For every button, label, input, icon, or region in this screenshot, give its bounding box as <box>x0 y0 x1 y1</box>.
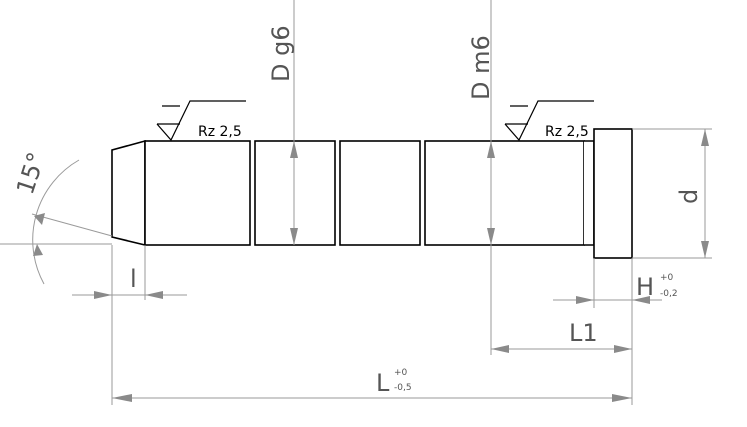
dim-total-length-tol-upper: +0 <box>394 368 408 378</box>
dim-d-g6-label: D g6 <box>267 25 295 82</box>
surface-finish-left-label: Rz 2,5 <box>198 124 242 140</box>
dim-shank-length-label: L1 <box>569 319 598 347</box>
shank-segment-4 <box>424 140 585 246</box>
pin-head <box>593 128 633 259</box>
chamfered-tip <box>111 139 146 247</box>
dim-head-height-tol-lower: -0,2 <box>660 289 678 299</box>
dim-d-m6-label: D m6 <box>467 35 495 100</box>
dim-lead-length-label: l <box>130 265 137 293</box>
undercut-neck <box>584 140 595 246</box>
dim-total-length-tol-lower: -0,5 <box>394 383 412 393</box>
surface-finish-right-label: Rz 2,5 <box>545 124 589 140</box>
dim-chamfer-angle-label: 15° <box>11 149 51 198</box>
dim-shank-length: L1 <box>491 319 632 353</box>
dim-total-length-label: L <box>376 369 390 397</box>
dim-head-height-label: H <box>636 273 654 301</box>
surface-finish-right: Rz 2,5 <box>504 100 594 142</box>
dim-head-diameter: d <box>632 128 712 259</box>
dim-head-height-tol-upper: +0 <box>660 273 674 283</box>
dim-d-m6: D m6 <box>467 0 495 355</box>
pin-outline <box>111 128 633 259</box>
shank-segment-2 <box>254 140 336 246</box>
dim-head-height: H +0 -0,2 <box>553 258 678 405</box>
shank-segment-3 <box>339 140 421 246</box>
surface-finish-left: Rz 2,5 <box>156 100 246 142</box>
dim-chamfer-angle: 15° <box>11 149 113 285</box>
dim-total-length: L +0 -0,5 <box>112 368 632 402</box>
dim-head-diameter-label: d <box>675 189 703 204</box>
dim-lead-length: l <box>72 245 187 405</box>
shank-segment-1 <box>144 140 251 246</box>
dim-d-g6: D g6 <box>267 0 298 245</box>
